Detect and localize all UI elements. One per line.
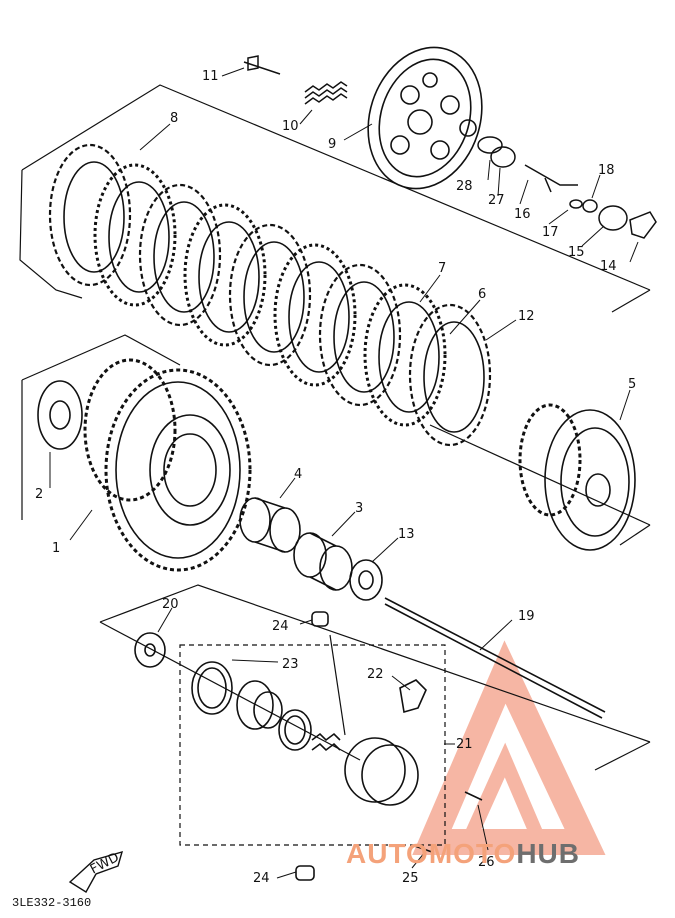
clutch-plate xyxy=(93,163,177,307)
primary-driven-gear xyxy=(37,358,252,572)
callout-16: 16 xyxy=(514,207,531,222)
callout-10: 10 xyxy=(282,119,299,134)
clutch-plate xyxy=(318,263,402,407)
clutch-plate xyxy=(273,243,357,387)
callout-24-lower: 24 xyxy=(253,871,270,886)
callout-1: 1 xyxy=(52,541,60,556)
push-rod-release-group xyxy=(134,597,606,881)
clutch-plate xyxy=(138,183,222,327)
clutch-plate-inner xyxy=(198,221,260,333)
callout-8: 8 xyxy=(170,111,178,126)
bearing-spacer-washer xyxy=(239,497,383,601)
callout-4: 4 xyxy=(294,467,302,482)
clutch-plate-inner xyxy=(108,181,170,293)
fwd-arrow-icon: FWD xyxy=(68,850,124,893)
callout-12: 12 xyxy=(518,309,535,324)
assembly-frame-lines xyxy=(19,84,651,846)
clutch-plate-inner xyxy=(423,321,485,433)
watermark-text: AUTOMOTOHUB xyxy=(346,838,580,870)
callout-27: 27 xyxy=(488,193,505,208)
diagram-code: 3LE332-3160 xyxy=(12,896,92,910)
fwd-label: FWD xyxy=(88,850,122,877)
clutch-plate-inner xyxy=(378,301,440,413)
callout-18: 18 xyxy=(598,163,615,178)
friction-plate-stack xyxy=(48,143,492,447)
watermark-part2: MOTO xyxy=(428,838,517,869)
callout-25: 25 xyxy=(402,871,419,886)
watermark-part3: HUB xyxy=(516,838,580,869)
callout-labels: 1 2 3 4 5 6 7 8 9 10 11 12 13 14 15 16 1… xyxy=(35,69,636,886)
clutch-plate xyxy=(228,223,312,367)
spring-bolt-group xyxy=(243,55,657,239)
callout-3: 3 xyxy=(355,501,363,516)
clutch-plate-inner xyxy=(333,281,395,393)
callout-leaders xyxy=(49,67,639,879)
clutch-plate xyxy=(408,303,492,447)
clutch-plate xyxy=(48,143,132,287)
clutch-plate xyxy=(363,283,447,427)
clutch-boss xyxy=(518,403,636,551)
callout-22: 22 xyxy=(367,667,384,682)
callout-19: 19 xyxy=(518,609,535,624)
callout-20: 20 xyxy=(162,597,179,612)
callout-11: 11 xyxy=(202,69,219,84)
callout-28: 28 xyxy=(456,179,473,194)
clutch-plate-inner xyxy=(153,201,215,313)
callout-7: 7 xyxy=(438,261,446,276)
callout-15: 15 xyxy=(568,245,585,260)
pressure-plate xyxy=(367,46,483,190)
callout-5: 5 xyxy=(628,377,636,392)
callout-26: 26 xyxy=(478,855,495,870)
clutch-plate-inner xyxy=(288,261,350,373)
callout-13: 13 xyxy=(398,527,415,542)
clutch-plate-inner xyxy=(63,161,125,273)
callout-23: 23 xyxy=(282,657,299,672)
callout-6: 6 xyxy=(478,287,486,302)
callout-14: 14 xyxy=(600,259,617,274)
callout-17: 17 xyxy=(542,225,559,240)
clutch-plate xyxy=(183,203,267,347)
callout-9: 9 xyxy=(328,137,336,152)
callout-2: 2 xyxy=(35,487,43,502)
watermark-part1: AUTO xyxy=(346,838,429,869)
callout-21: 21 xyxy=(456,737,473,752)
callout-24-upper: 24 xyxy=(272,619,289,634)
clutch-plate-inner xyxy=(243,241,305,353)
